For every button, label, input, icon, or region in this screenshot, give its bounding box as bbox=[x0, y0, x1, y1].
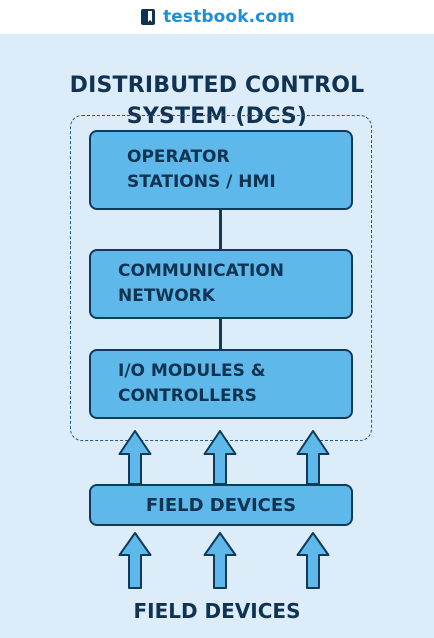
connector-line-top bbox=[219, 210, 222, 249]
field-devices-block: FIELD DEVICES bbox=[89, 484, 353, 526]
brand-name: testbook.com bbox=[163, 7, 295, 27]
operator-stations-label: OPERATOR STATIONS / HMI bbox=[127, 147, 276, 192]
operator-stations-block: OPERATOR STATIONS / HMI bbox=[89, 130, 353, 210]
field-devices-label: FIELD DEVICES bbox=[145, 494, 297, 516]
brand-header: testbook.com bbox=[0, 0, 434, 34]
field-devices-caption: FIELD DEVICES bbox=[0, 597, 434, 625]
book-logo-icon bbox=[141, 9, 156, 25]
io-modules-block: I/O MODULES & CONTROLLERS bbox=[89, 349, 353, 419]
diagram-title: DISTRIBUTED CONTROL SYSTEM (DCS) bbox=[0, 70, 434, 132]
diagram-title-text: DISTRIBUTED CONTROL SYSTEM (DCS) bbox=[69, 73, 365, 129]
diagram-panel: DISTRIBUTED CONTROL SYSTEM (DCS) bbox=[0, 34, 434, 638]
communication-network-label: COMMUNICATION NETWORK bbox=[118, 261, 285, 306]
communication-network-block: COMMUNICATION NETWORK bbox=[89, 249, 353, 319]
io-modules-label: I/O MODULES & CONTROLLERS bbox=[118, 361, 266, 406]
field-devices-caption-text: FIELD DEVICES bbox=[133, 599, 301, 623]
connector-line-middle bbox=[219, 319, 222, 349]
